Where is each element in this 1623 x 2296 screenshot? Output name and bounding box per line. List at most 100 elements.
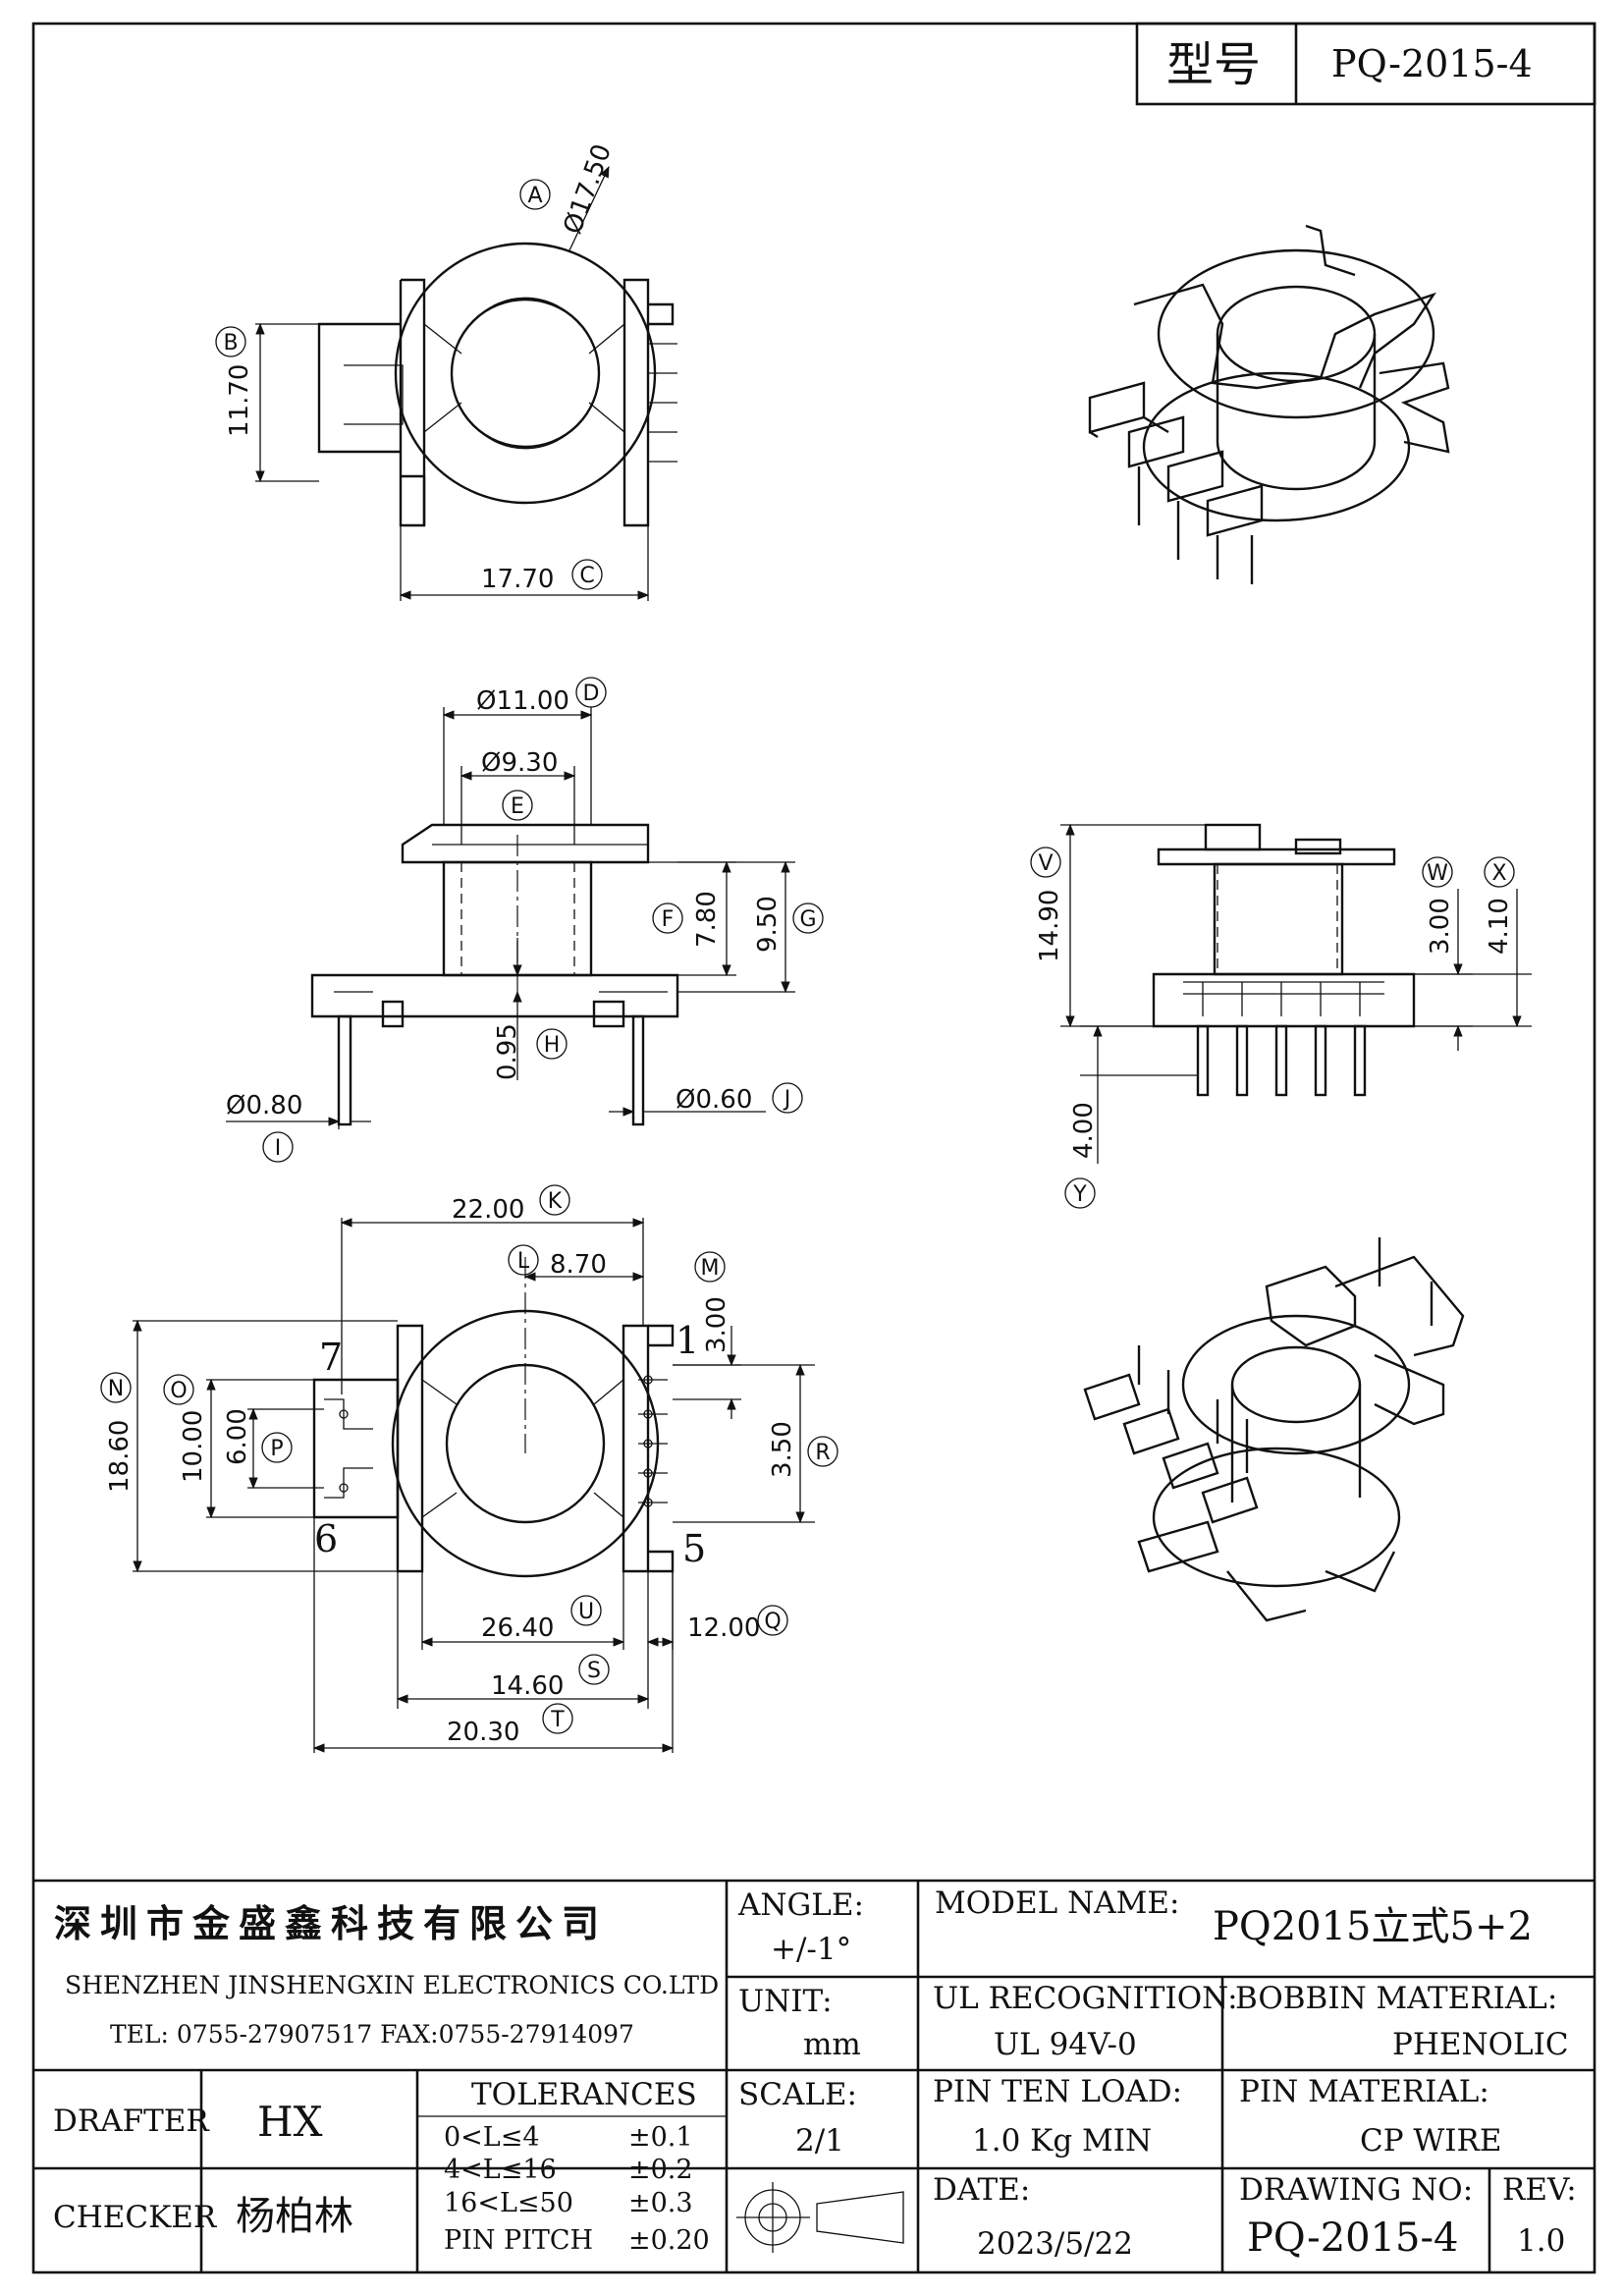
dim-u-tag: T xyxy=(550,1708,565,1732)
dim-f-value: 7.80 xyxy=(692,891,722,948)
pin-6-label: 6 xyxy=(314,1517,338,1560)
dim-p-tag: P xyxy=(270,1437,283,1461)
angle-label: ANGLE: xyxy=(737,1887,864,1923)
dim-f-tag: F xyxy=(662,907,675,932)
dim-t-value: 14.60 xyxy=(491,1671,564,1701)
flange-outer-circle xyxy=(394,242,657,505)
dim-a-value: Ø17.50 xyxy=(558,140,618,238)
side-view: 14.90 V 3.00 W 4.10 X 4.00 Y xyxy=(1030,823,1532,1209)
dim-p-value: 6.00 xyxy=(223,1408,252,1465)
dim-i-tag: I xyxy=(275,1136,282,1161)
core-hole-circle xyxy=(450,298,601,449)
drawing-no-label: DRAWING NO: xyxy=(1239,2172,1473,2208)
scale-label: SCALE: xyxy=(738,2077,857,2112)
model-name-value: PQ2015立式5+2 xyxy=(1213,1904,1533,1949)
tolerance-range-1: 0<L≤4 xyxy=(444,2122,540,2153)
dim-h-value: 0.95 xyxy=(493,1023,522,1080)
dim-u-value: 20.30 xyxy=(447,1718,519,1747)
dim-y-tag: Y xyxy=(1072,1182,1087,1207)
dim-n-tag: N xyxy=(108,1377,124,1401)
dim-b-tag: B xyxy=(223,331,238,355)
tolerance-value-2: ±0.2 xyxy=(628,2155,693,2185)
dim-s-tag: U xyxy=(578,1600,594,1624)
dim-y-value: 4.00 xyxy=(1069,1102,1099,1159)
dim-e-value: Ø9.30 xyxy=(481,748,558,778)
dim-s-value: 26.40 xyxy=(481,1613,554,1643)
ul-value: UL 94V-0 xyxy=(994,2027,1137,2062)
bobbin-material-label: BOBBIN MATERIAL: xyxy=(1235,1981,1557,2016)
model-number: PQ-2015-4 xyxy=(1331,42,1533,85)
dim-e-tag: E xyxy=(511,794,524,819)
dim-r-value: 12.00 xyxy=(687,1613,760,1643)
tolerance-range-2: 4<L≤16 xyxy=(444,2155,557,2185)
angle-value: +/-1° xyxy=(771,1932,851,1967)
dim-v-value: 14.90 xyxy=(1035,890,1064,962)
dim-c-tag: C xyxy=(579,564,594,588)
tolerance-range-3: 16<L≤50 xyxy=(444,2188,573,2218)
dim-i-value: Ø0.80 xyxy=(226,1091,302,1121)
tolerance-value-1: ±0.1 xyxy=(628,2122,693,2153)
unit-value: mm xyxy=(803,2027,861,2062)
dim-h-tag: H xyxy=(544,1033,561,1058)
tolerance-value-3: ±0.3 xyxy=(628,2188,693,2218)
dim-b-value: 11.70 xyxy=(225,364,254,437)
isometric-view-top xyxy=(1088,224,1450,584)
pin-load-value: 1.0 Kg MIN xyxy=(972,2123,1152,2159)
dim-w-value: 3.00 xyxy=(1426,898,1455,955)
company-name-en: SHENZHEN JINSHENGXIN ELECTRONICS CO.LTD xyxy=(65,1971,719,1999)
rev-value: 1.0 xyxy=(1517,2223,1565,2259)
dim-k-value: 22.00 xyxy=(452,1195,524,1225)
dim-k-tag: K xyxy=(548,1189,563,1214)
dim-c-value: 17.70 xyxy=(481,565,554,594)
dim-m-tag: M xyxy=(701,1256,720,1281)
dim-d-tag: D xyxy=(583,682,600,706)
model-label: 型号 xyxy=(1166,37,1261,92)
title-block: 深圳市金盛鑫科技有限公司 SHENZHEN JINSHENGXIN ELECTR… xyxy=(33,1879,1595,2272)
bobbin-material-value: PHENOLIC xyxy=(1392,2027,1569,2062)
dim-m-value: 3.00 xyxy=(702,1296,731,1353)
dim-j-tag: J xyxy=(783,1087,791,1112)
dim-o-tag: O xyxy=(170,1379,187,1403)
date-label: DATE: xyxy=(933,2172,1030,2208)
pin-load-label: PIN TEN LOAD: xyxy=(933,2074,1182,2109)
pin-material-label: PIN MATERIAL: xyxy=(1239,2074,1489,2109)
company-name-cn: 深圳市金盛鑫科技有限公司 xyxy=(54,1902,608,1945)
dim-d-value: Ø11.00 xyxy=(476,686,569,716)
dim-o-value: 10.00 xyxy=(179,1410,208,1483)
tolerance-value-4: ±0.20 xyxy=(628,2225,710,2256)
ul-label: UL RECOGNITION: xyxy=(933,1981,1238,2016)
dim-x-value: 4.10 xyxy=(1485,898,1514,955)
dim-x-tag: X xyxy=(1491,861,1506,886)
dim-q-tag: R xyxy=(815,1441,830,1465)
dim-g-tag: G xyxy=(799,907,816,932)
top-view: A Ø17.50 B 11.70 17.70 C xyxy=(215,140,677,601)
checker-label: CHECKER xyxy=(53,2200,218,2235)
rev-label: REV: xyxy=(1502,2172,1577,2208)
unit-label: UNIT: xyxy=(738,1984,833,2019)
checker-value: 杨柏林 xyxy=(236,2194,353,2239)
pin-5-label: 5 xyxy=(682,1527,706,1570)
front-view: Ø11.00 D Ø9.30 E 7.80 F 9.50 G 0.95 H Ø0 xyxy=(226,677,824,1163)
drafter-value: HX xyxy=(257,2098,323,2146)
company-contact: TEL: 0755-27907517 FAX:0755-27914097 xyxy=(110,2020,634,2049)
dim-a-tag: A xyxy=(527,184,542,208)
dim-l-tag: L xyxy=(517,1249,530,1274)
dim-n-value: 18.60 xyxy=(105,1420,135,1493)
drafter-label: DRAFTER xyxy=(53,2104,210,2139)
model-name-label: MODEL NAME: xyxy=(935,1886,1179,1921)
drawing-no-value: PQ-2015-4 xyxy=(1247,2215,1458,2261)
dim-v-tag: V xyxy=(1038,851,1053,876)
pin-1-label: 1 xyxy=(676,1319,699,1362)
sheet-border xyxy=(31,22,1596,2274)
dim-l-value: 8.70 xyxy=(550,1250,607,1280)
date-value: 2023/5/22 xyxy=(977,2226,1133,2262)
pin-material-value: CP WIRE xyxy=(1360,2123,1502,2159)
header-model-box: 型号 PQ-2015-4 xyxy=(1135,22,1596,106)
isometric-view-bottom xyxy=(1083,1237,1465,1622)
bottom-view: 7 6 1 5 22.00 K 8.70 L 3.00 M 3.50 R xyxy=(100,1184,839,1753)
projection-symbol xyxy=(736,2182,904,2253)
pin-7-label: 7 xyxy=(319,1336,343,1379)
dim-w-tag: W xyxy=(1427,861,1448,886)
